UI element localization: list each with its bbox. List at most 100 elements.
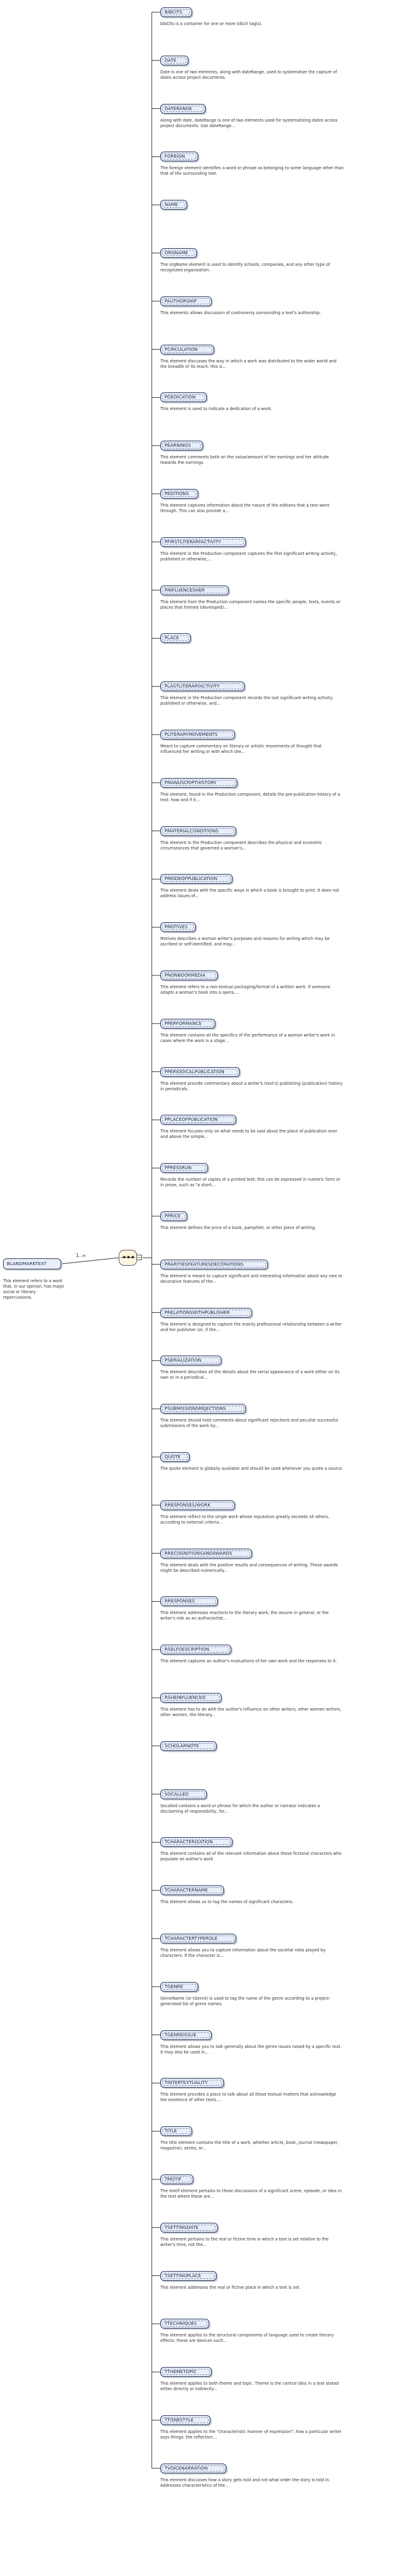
- child-element-box[interactable]: RRECOGNITIONSANDAWARDS: [160, 1548, 252, 1558]
- child-element-box[interactable]: SOCALLED: [160, 1789, 207, 1799]
- child-element-box[interactable]: PMANUSCRIPTHISTORY: [160, 777, 237, 788]
- child-element-box[interactable]: PAUTHORSHIP: [160, 296, 212, 306]
- child-element-description: This element provides a place to talk ab…: [160, 2092, 337, 2103]
- child-element-description: This element in the Production component…: [160, 551, 337, 562]
- child-element-description: The title element contains the title of …: [160, 2140, 339, 2151]
- child-element-box[interactable]: PFIRSTLITERARYACTIVITY: [160, 537, 246, 547]
- child-element-box[interactable]: PSUBMISSIONSREJECTIONS: [160, 1404, 246, 1414]
- child-element-box[interactable]: DATERANGE: [160, 103, 206, 114]
- child-element-description: This element in the Production component…: [160, 695, 334, 706]
- child-element-description: The foreign element identifies a word or…: [160, 166, 344, 177]
- child-element-description: This element applies to the structural c…: [160, 2333, 334, 2344]
- child-element-box[interactable]: PEARNINGS: [160, 441, 203, 451]
- child-element-box[interactable]: NAME: [160, 200, 187, 210]
- child-element-box[interactable]: PPRESSRUN: [160, 1163, 208, 1173]
- child-element-description: The quote element is globally available …: [160, 1466, 343, 1471]
- child-element-description: This element is designed to capture the …: [160, 1321, 342, 1332]
- cardinality-label: 1..∞: [76, 1253, 86, 1258]
- child-element-description: Records the number of copies of a printe…: [160, 1177, 341, 1188]
- child-element-description: This element allows you to capture infor…: [160, 1948, 326, 1958]
- child-element-box[interactable]: PPLACEOFPUBLICATION: [160, 1115, 236, 1125]
- child-element-description: This elements allows discussion of contr…: [160, 310, 321, 315]
- child-element-description: Socalled contains a word or phrase for w…: [160, 1803, 320, 1814]
- child-element-box[interactable]: PPERIODICALPUBLICATION: [160, 1066, 240, 1077]
- child-element-box[interactable]: BIBCITS: [160, 7, 192, 17]
- sequence-compositor-icon[interactable]: −: [119, 1250, 142, 1266]
- child-element-box[interactable]: PSERIALIZATION: [160, 1356, 221, 1366]
- child-element-description: This element allows us to tag the names …: [160, 1899, 294, 1905]
- child-element-box[interactable]: PLASTLITERARYACTIVITY: [160, 681, 245, 692]
- child-element-description: This element is used to indicate a dedic…: [160, 406, 272, 412]
- child-element-box[interactable]: PNONBOOKMEDIA: [160, 971, 218, 980]
- child-element-description: Meant to capture commentary on literary …: [160, 744, 322, 754]
- child-element-description: This element reflect to the single work …: [160, 1514, 330, 1525]
- child-element-box[interactable]: PLACE: [160, 633, 191, 644]
- child-element-description: This element describes all the details a…: [160, 1370, 340, 1381]
- root-element-description: This element refers to a work that, in o…: [3, 1279, 64, 1300]
- child-element-description: The orgName element is used to identify …: [160, 262, 330, 273]
- root-element-box[interactable]: BLANDMARKTEXT: [3, 1258, 61, 1269]
- child-element-box[interactable]: TITLE: [160, 2126, 192, 2137]
- child-element-description: Along with date, dateRange is one of two…: [160, 117, 338, 128]
- child-element-box[interactable]: ORGNAME: [160, 248, 197, 258]
- child-element-description: This element contains all of the relevan…: [160, 1851, 342, 1862]
- child-element-description: This element applies to the "characteris…: [160, 2429, 342, 2440]
- child-element-description: GenreName (or tGenre) is used to tag the…: [160, 1995, 330, 2006]
- child-element-description: This element defines the price of a book…: [160, 1225, 316, 1230]
- child-element-box[interactable]: PPERFORMANCE: [160, 1018, 215, 1029]
- child-element-description: This element from the Production compone…: [160, 599, 341, 610]
- child-element-box[interactable]: TVOICENARRATION: [160, 2463, 226, 2473]
- child-element-box[interactable]: PEDITIONS: [160, 489, 198, 499]
- child-element-box[interactable]: PINFLUENCESHER: [160, 585, 229, 595]
- child-element-description: This element addresses the real or ficti…: [160, 2284, 300, 2290]
- child-element-description: This element contains all the specifics …: [160, 1032, 335, 1043]
- child-element-box[interactable]: PDEDICATION: [160, 392, 207, 403]
- child-element-description: This element addresses reactions to the …: [160, 1610, 329, 1621]
- child-element-box[interactable]: TTHEMETOPIC: [160, 2367, 212, 2377]
- child-element-box[interactable]: TCHARACTERIZATION: [160, 1837, 233, 1848]
- child-element-description: This element deals with the positive res…: [160, 1562, 338, 1573]
- child-element-description: This element captures an author's evalua…: [160, 1659, 337, 1664]
- child-element-box[interactable]: RSELFDESCRIPTION: [160, 1645, 231, 1655]
- child-element-box[interactable]: TTECHNIQUES: [160, 2319, 209, 2329]
- child-element-box[interactable]: SCHOLARNOTE: [160, 1741, 217, 1751]
- child-element-description: This element applies to both theme and t…: [160, 2381, 339, 2392]
- child-element-description: This element allows you to talk generall…: [160, 2044, 342, 2055]
- child-element-description: This element discusses the way in which …: [160, 358, 337, 369]
- expand-icon[interactable]: −: [136, 1255, 142, 1260]
- child-element-box[interactable]: RRESPONSES/WORK: [160, 1500, 235, 1510]
- child-element-description: This element should hold comments about …: [160, 1418, 338, 1429]
- child-element-box[interactable]: TGENREISSUE: [160, 2030, 212, 2040]
- child-element-box[interactable]: PPRICE: [160, 1211, 187, 1221]
- child-element-box[interactable]: FOREIGN: [160, 152, 198, 162]
- child-element-box[interactable]: PRARITIESFEATURESDECORATIONS: [160, 1259, 268, 1269]
- child-element-box[interactable]: TMOTIF: [160, 2174, 193, 2184]
- child-element-box[interactable]: PRELATIONSWITHPUBLISHER: [160, 1307, 252, 1318]
- child-element-description: Motives describes a woman writer's purpo…: [160, 936, 330, 947]
- child-element-description: Date is one of two elements, along with …: [160, 69, 337, 80]
- child-element-box[interactable]: TSETTINGPLACE: [160, 2270, 217, 2281]
- child-element-box[interactable]: PMOTIVES: [160, 922, 196, 933]
- child-element-description: This element deals with the specific way…: [160, 888, 340, 899]
- child-element-box[interactable]: TGENRE: [160, 1981, 198, 1992]
- child-element-description: bibCits is a container for one or more b…: [160, 21, 262, 26]
- child-element-box[interactable]: TINTERTEXTUALITY: [160, 2078, 224, 2088]
- child-element-box[interactable]: PMODEOFPUBLICATION: [160, 874, 233, 884]
- child-element-box[interactable]: DATE: [160, 55, 188, 65]
- child-element-description: This element focuses only on what needs …: [160, 1129, 337, 1140]
- child-element-description: This element discusses how a story gets …: [160, 2477, 330, 2488]
- child-element-description: This element provide commentary about a …: [160, 1081, 343, 1092]
- child-element-box[interactable]: TCHARACTERNAME: [160, 1885, 224, 1896]
- child-element-box[interactable]: PMATERIALCONDITIONS: [160, 826, 236, 836]
- child-element-box[interactable]: PCIRCULATION: [160, 344, 214, 354]
- child-element-box[interactable]: RRESPONSES: [160, 1596, 218, 1607]
- child-element-box[interactable]: TTONESTYLE: [160, 2415, 210, 2425]
- child-element-description: This element, found in the Production co…: [160, 791, 340, 802]
- child-element-box[interactable]: TSETTINGDATE: [160, 2222, 218, 2233]
- child-element-box[interactable]: PLITERARYMOVEMENTS: [160, 730, 235, 739]
- child-element-box[interactable]: TCHARACTERTYPEROLE: [160, 1934, 236, 1943]
- child-element-box[interactable]: QUOTE: [160, 1452, 190, 1462]
- child-element-description: This element pertains to the real or fic…: [160, 2236, 329, 2247]
- child-element-box[interactable]: RSHEINFLUENCED: [160, 1693, 221, 1703]
